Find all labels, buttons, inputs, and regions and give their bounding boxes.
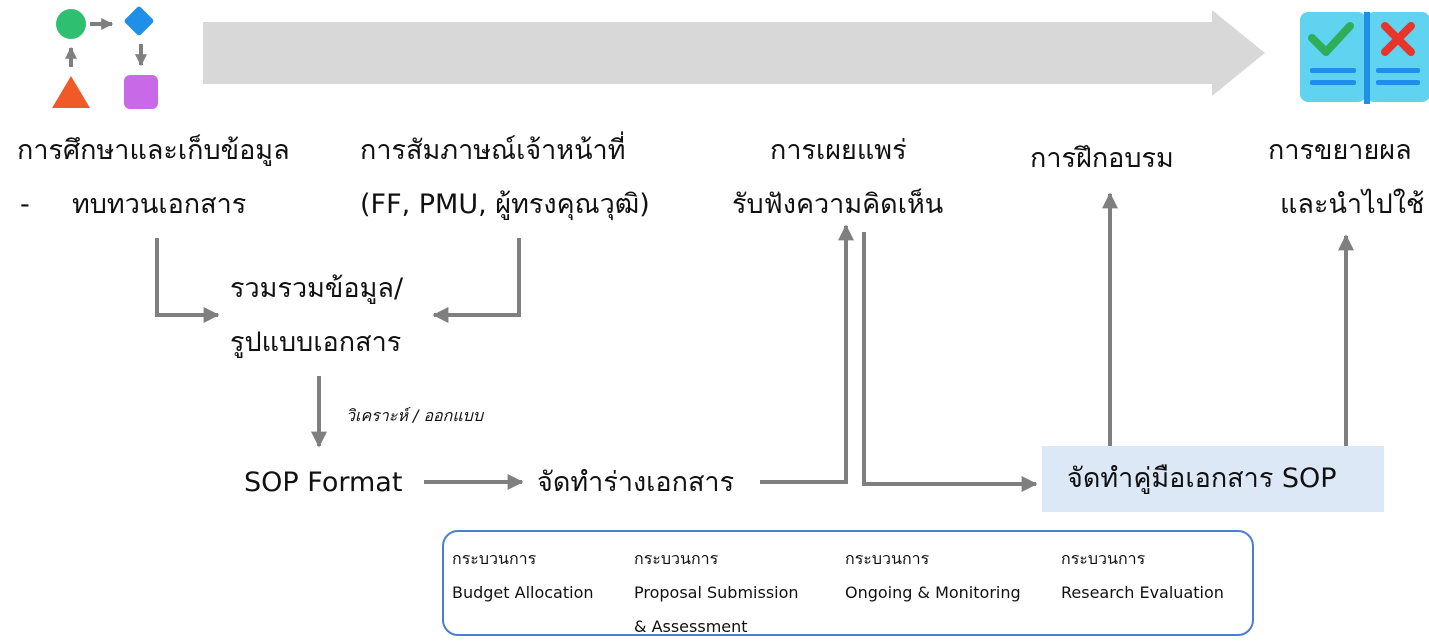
connector-draft-to-dissemination [760, 224, 854, 484]
review-label: ทบทวนเอกสาร [72, 189, 247, 220]
process-title: กระบวนการ [452, 549, 537, 568]
disseminate-label: การเผยแพร่ [770, 135, 907, 166]
process-name-continued: & Assessment [634, 617, 748, 636]
process-title: กระบวนการ [634, 549, 719, 568]
process-list-box: กระบวนการ Budget Allocation กระบวนการ Pr… [442, 530, 1254, 636]
checklist-document-icon [1300, 12, 1429, 104]
manual-sop-label: จัดทำคู่มือเอกสาร SOP [1067, 463, 1337, 494]
interview-label: การสัมภาษณ์เจ้าหน้าที่ [360, 135, 626, 166]
process-flow-icon [52, 6, 158, 109]
process-name: Research Evaluation [1061, 583, 1224, 602]
interview-sublabel: (FF, PMU, ผู้ทรงคุณวุฒิ) [360, 189, 650, 220]
process-budget-allocation: กระบวนการ Budget Allocation [452, 542, 594, 610]
process-title: กระบวนการ [845, 549, 930, 568]
analyze-design-label: วิเคราะห์ / ออกแบบ [346, 406, 483, 425]
study-bullet: - [20, 189, 30, 220]
sop-format-label: SOP Format [244, 467, 403, 498]
process-ongoing-monitoring: กระบวนการ Ongoing & Monitoring [845, 542, 1021, 610]
draft-document-label: จัดทำร่างเอกสาร [537, 467, 735, 498]
process-name: Budget Allocation [452, 583, 594, 602]
connector-dissemination-to-manual [862, 232, 1038, 492]
process-name: Proposal Submission [634, 583, 799, 602]
study-label: การศึกษาและเก็บข้อมูล [17, 135, 290, 166]
process-name: Ongoing & Monitoring [845, 583, 1021, 602]
compile-label: รวมรวมข้อมูล/ [230, 273, 404, 304]
training-label: การฝึกอบรม [1030, 143, 1174, 174]
connector-review-to-compile [155, 238, 220, 323]
compile-sublabel: รูปแบบเอกสาร [230, 327, 402, 358]
disseminate-sublabel: รับฟังความคิดเห็น [732, 189, 944, 220]
manual-step-box [1042, 446, 1384, 512]
process-proposal-submission: กระบวนการ Proposal Submission & Assessme… [634, 542, 799, 644]
connector-interview-to-compile [432, 238, 521, 323]
process-title: กระบวนการ [1061, 549, 1146, 568]
process-research-evaluation: กระบวนการ Research Evaluation [1061, 542, 1224, 610]
expand-label: การขยายผล [1268, 135, 1412, 166]
expand-sublabel: และนำไปใช้ [1280, 189, 1425, 220]
big-progress-arrow [203, 10, 1265, 96]
